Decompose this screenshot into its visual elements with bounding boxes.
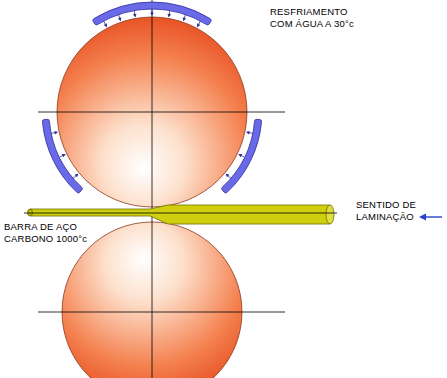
vertical-axis	[152, 0, 153, 378]
cooling-spray-arc	[42, 119, 82, 193]
water-jet-head	[54, 131, 58, 135]
cooling-sprays	[42, 2, 261, 193]
direction-arrow	[424, 216, 442, 217]
cooling-spray-arc	[222, 119, 262, 193]
bar-end	[28, 209, 33, 216]
cooling-spray-arc	[93, 2, 211, 25]
water-jet-head	[133, 14, 137, 18]
water-jet	[198, 21, 200, 25]
water-jet-head	[246, 131, 250, 135]
water-jet	[184, 15, 185, 19]
water-jet	[59, 155, 63, 157]
label-box: SENTIDO DE LAMINAÇÃO	[356, 199, 428, 223]
water-jet	[228, 176, 231, 179]
water-jet	[73, 176, 76, 179]
water-jet-head	[226, 174, 230, 178]
water-jet-head	[197, 23, 200, 27]
water-jet	[169, 11, 171, 15]
water-jet	[152, 9, 153, 13]
cooling-note: RESFRIAMENTO COM ÁGUA A 30°c	[270, 6, 370, 30]
water-jet-head	[183, 17, 186, 21]
rolling-direction-label: SENTIDO DE LAMINAÇÃO	[356, 199, 428, 223]
label-box: BARRA DE AÇO CARBONO 1000°c	[4, 221, 96, 245]
water-jet	[134, 11, 136, 15]
lower-roll-axis	[38, 312, 285, 313]
water-jet-head	[62, 154, 66, 157]
water-jet-head	[104, 23, 107, 27]
water-jet-head	[150, 13, 154, 17]
bar-label: BARRA DE AÇO CARBONO 1000°c	[4, 221, 96, 245]
bar-end	[326, 205, 334, 224]
water-jet-head	[168, 14, 172, 18]
water-jet	[241, 155, 245, 157]
label-box: RESFRIAMENTO COM ÁGUA A 30°c	[270, 6, 370, 30]
direction-arrow-head	[419, 214, 426, 221]
water-jet	[104, 21, 106, 25]
upper-roll-axis	[38, 112, 285, 113]
water-jet	[249, 132, 253, 134]
water-jet-head	[238, 154, 242, 157]
water-jet-head	[118, 17, 121, 21]
water-jet	[118, 15, 119, 19]
bar-axis	[24, 213, 337, 214]
water-jet	[51, 132, 55, 134]
water-jet-head	[75, 174, 79, 178]
